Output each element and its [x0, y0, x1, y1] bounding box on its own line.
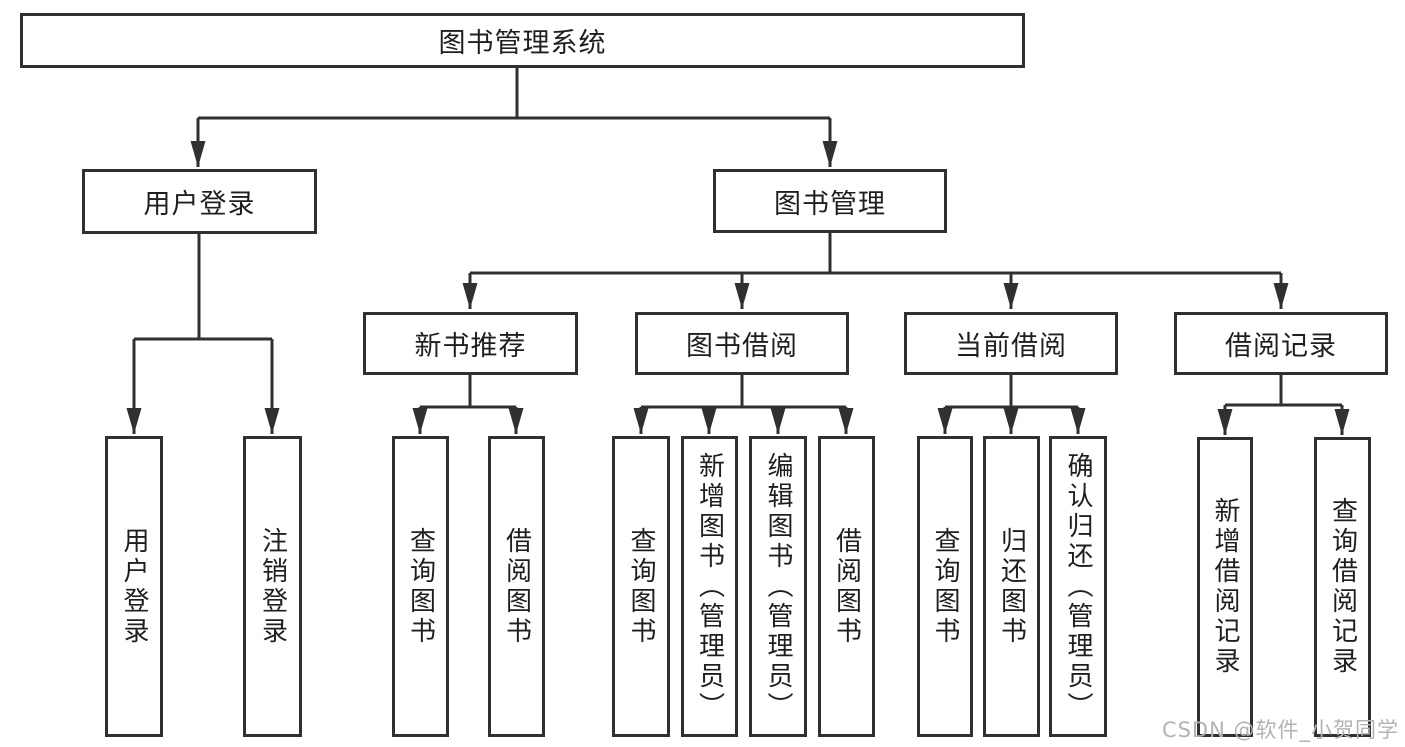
node-label: 图书借阅 [686, 331, 798, 362]
leaf-label: 用户登录 [119, 526, 149, 647]
node-label: 当前借阅 [955, 331, 1067, 362]
node-label: 图书管理 [774, 188, 886, 220]
node-label: 用户登录 [143, 189, 256, 220]
node-current-borrow: 当前借阅 [904, 312, 1118, 375]
leaf-label: 查询借阅记录 [1327, 497, 1358, 677]
node-label: 新书推荐 [414, 331, 527, 362]
leaf-current-confirm-return-admin: 确认归还（管理员） [1049, 436, 1107, 737]
leaf-recommend-query-books: 查询图书 [392, 436, 449, 737]
leaf-recommend-borrow-books: 借阅图书 [488, 436, 545, 737]
node-borrow-records: 借阅记录 [1174, 312, 1388, 375]
node-book-management: 图书管理 [713, 169, 947, 233]
leaf-label: 新增图书（管理员） [694, 451, 725, 722]
leaf-borrow-add-books-admin: 新增图书（管理员） [681, 436, 738, 737]
leaf-label: 确认归还（管理员） [1063, 451, 1093, 722]
leaf-current-query-books: 查询图书 [917, 436, 973, 737]
leaf-label: 查询图书 [930, 526, 960, 647]
csdn-watermark: CSDN @软件_小贺同学 [1161, 718, 1399, 742]
leaf-label: 注销登录 [257, 526, 288, 647]
leaf-label: 新增借阅记录 [1210, 497, 1240, 677]
leaf-label: 查询图书 [405, 526, 436, 647]
leaf-label: 查询图书 [626, 526, 656, 647]
leaf-user-login: 用户登录 [105, 436, 163, 737]
leaf-label: 编辑图书（管理员） [763, 451, 793, 722]
leaf-records-add-record: 新增借阅记录 [1197, 437, 1253, 737]
leaf-borrow-borrow-books: 借阅图书 [818, 436, 875, 737]
leaf-current-return-books: 归还图书 [983, 436, 1040, 737]
leaf-borrow-query-books: 查询图书 [612, 436, 670, 737]
node-label: 借阅记录 [1225, 331, 1337, 362]
node-book-borrow: 图书借阅 [635, 312, 849, 375]
node-user-login-branch: 用户登录 [82, 169, 317, 234]
leaf-records-query-record: 查询借阅记录 [1314, 437, 1371, 737]
leaf-logout: 注销登录 [243, 436, 302, 737]
leaf-label: 归还图书 [996, 526, 1027, 647]
leaf-label: 借阅图书 [831, 526, 862, 647]
node-new-book-recommend: 新书推荐 [363, 312, 578, 375]
node-root-system: 图书管理系统 [20, 13, 1025, 68]
leaf-label: 借阅图书 [501, 526, 532, 647]
leaf-borrow-edit-books-admin: 编辑图书（管理员） [749, 436, 807, 737]
node-label: 图书管理系统 [438, 28, 607, 59]
